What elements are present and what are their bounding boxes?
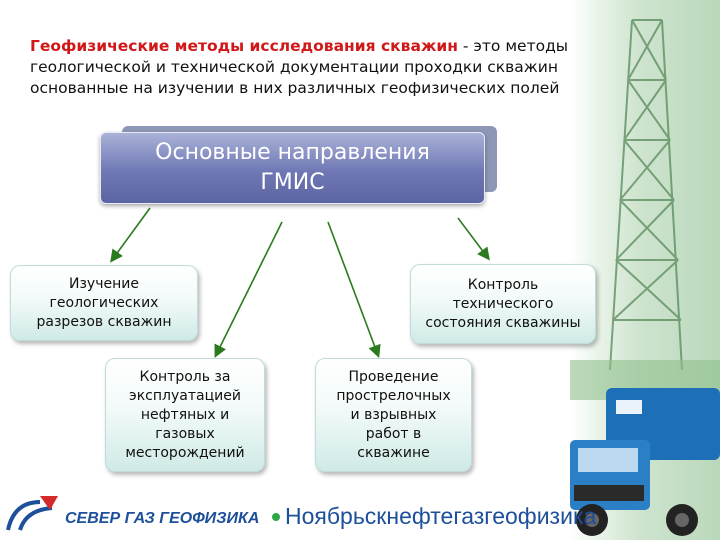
intro-definition: Геофизические методы исследования скважи… <box>30 36 590 99</box>
arrow-to-node-1 <box>110 207 151 263</box>
node-text-line: эксплуатацией <box>129 387 241 404</box>
intro-highlight: Геофизические методы исследования скважи… <box>30 37 458 55</box>
footer-bullet-dot <box>272 513 280 521</box>
node-text-line: Проведение <box>348 368 439 385</box>
node-text-line: работ в <box>365 425 422 442</box>
intro-rest: - это методы геологической и технической… <box>30 37 569 97</box>
arrow-to-node-2 <box>457 217 490 261</box>
node-text-line: и взрывных <box>350 406 437 423</box>
node-text-line: Изучение <box>69 275 139 292</box>
node-text-line: газовых <box>155 425 215 442</box>
node-text-line: нефтяных и <box>140 406 230 423</box>
node-field-exploitation: Контроль за эксплуатацией нефтяных и газ… <box>105 358 265 472</box>
footer-company-name: Ноябрьскнефтегазгеофизика <box>285 503 597 529</box>
footer-logo-text: СЕВЕР ГАЗ ГЕОФИЗИКА <box>65 510 259 527</box>
node-text-line: разрезов скважин <box>36 313 172 330</box>
rig-and-truck-illustration <box>570 19 720 536</box>
main-topic-line-2: ГМИС <box>260 170 325 195</box>
node-perforation-work: Проведение прострелочных и взрывных рабо… <box>315 358 472 472</box>
node-text-line: Контроль за <box>139 368 231 385</box>
node-technical-condition: Контроль технического состояния скважины <box>410 264 596 344</box>
main-topic-box: Основные направления ГМИС <box>100 132 485 204</box>
node-geological-sections: Изучение геологических разрезов скважин <box>10 265 198 341</box>
drilling-rig-photo <box>570 0 720 540</box>
arrow-to-node-4 <box>327 221 381 358</box>
arrow-to-node-3 <box>214 221 283 358</box>
node-text-line: состояния скважины <box>425 314 581 331</box>
node-text-line: технического <box>452 295 554 312</box>
node-text-line: скважине <box>357 444 430 461</box>
sever-gaz-geofizika-logo: СЕВЕР ГАЗ ГЕОФИЗИКА <box>6 496 260 531</box>
node-text-line: прострелочных <box>336 387 451 404</box>
main-topic-line-1: Основные направления <box>155 140 430 165</box>
node-text-line: геологических <box>49 294 159 311</box>
node-text-line: месторождений <box>125 444 245 461</box>
node-text-line: Контроль <box>467 276 539 293</box>
